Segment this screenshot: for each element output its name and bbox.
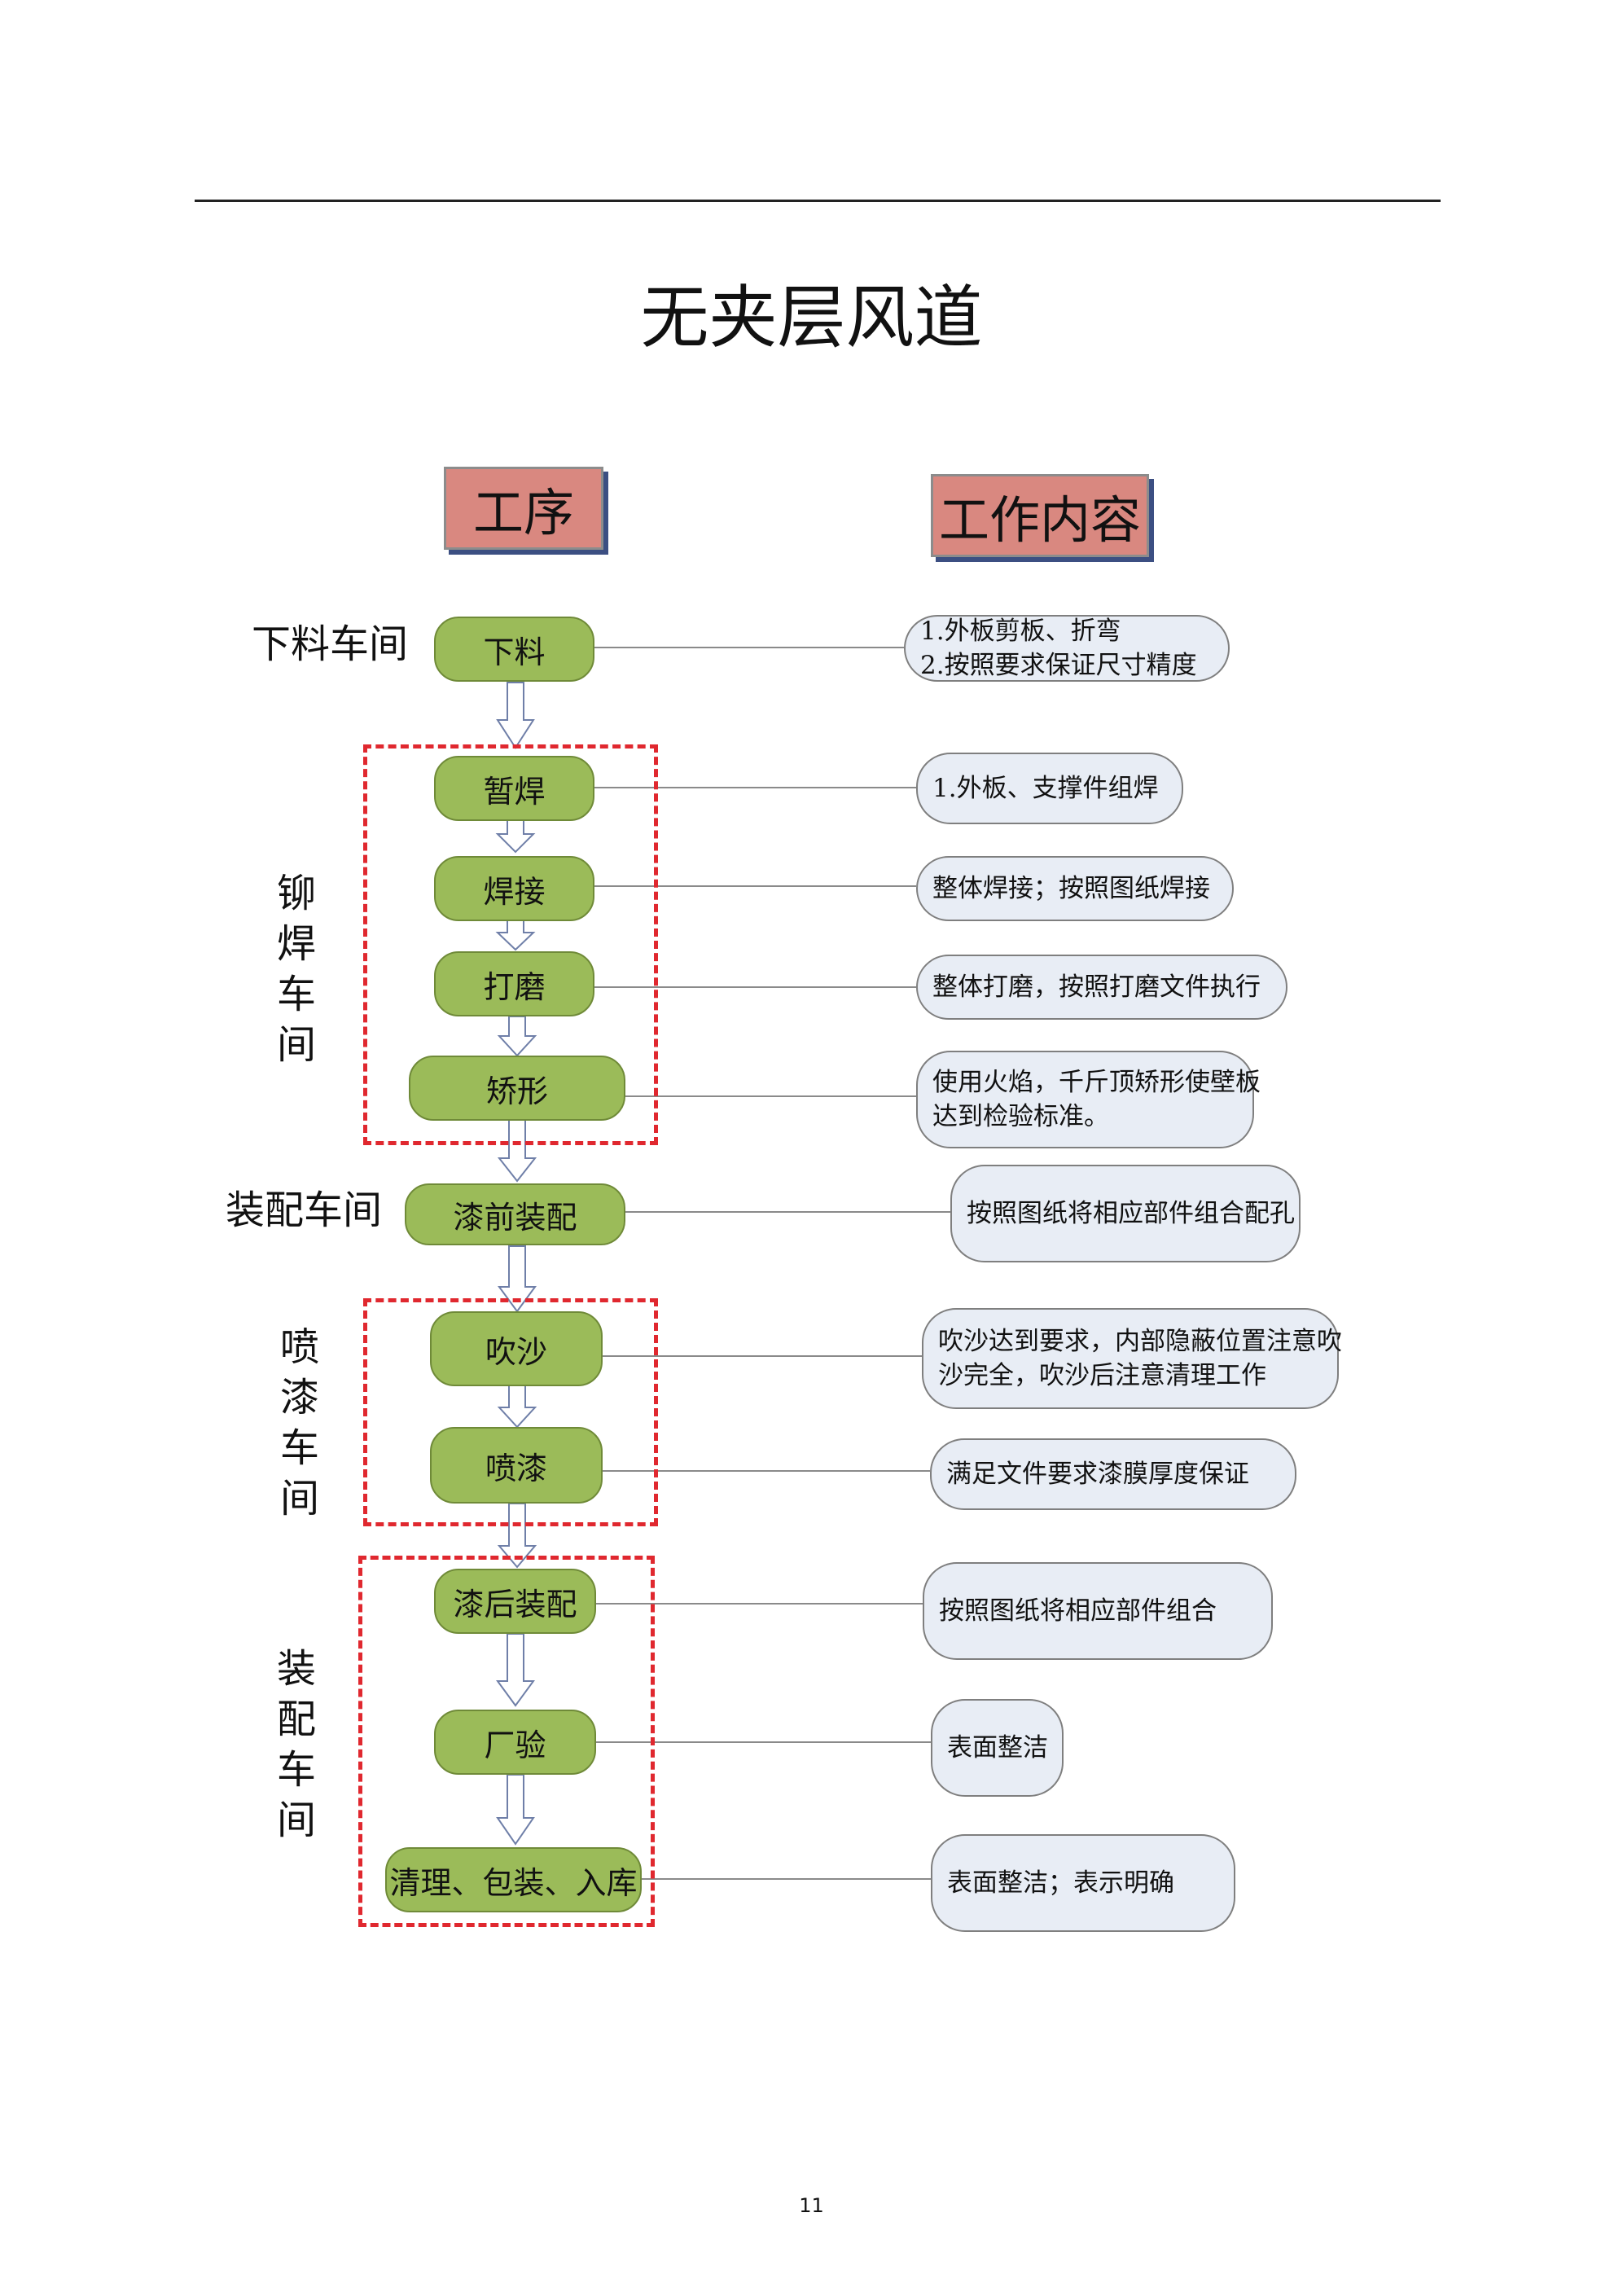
- desc-painting: 满足文件要求漆膜厚度保证: [930, 1438, 1296, 1510]
- group-frame-riveting: [363, 744, 658, 1145]
- workshop-blanking: 下料车间: [251, 621, 408, 667]
- page-title: 无夹层风道: [640, 278, 983, 358]
- step-factory-inspection: 厂验: [434, 1710, 596, 1775]
- top-rule: [195, 200, 1441, 202]
- step-welding: 焊接: [434, 856, 594, 921]
- flow-arrow-1: [496, 682, 535, 749]
- flow-arrow-4: [497, 1016, 537, 1057]
- step-pre-paint-assembly: 漆前装配: [405, 1183, 625, 1245]
- workshop-pre-assembly: 装配车间: [225, 1188, 382, 1233]
- desc-clean-pack-store: 表面整洁；表示明确: [931, 1834, 1235, 1932]
- workshop-riveting: 铆焊车间: [276, 871, 316, 1068]
- desc-straightening: 使用火焰，千斤顶矫形使壁板达到检验标准。: [916, 1051, 1261, 1148]
- flow-arrow-7: [497, 1384, 537, 1429]
- desc-post-paint-assembly: 按照图纸将相应部件组合: [923, 1562, 1273, 1660]
- workshop-painting: 喷漆车间: [279, 1324, 319, 1521]
- flow-arrow-2: [495, 819, 536, 854]
- header-content: 工作内容: [931, 474, 1149, 557]
- desc-sandblasting: 吹沙达到要求，内部隐蔽位置注意吹沙完全，吹沙后注意清理工作: [922, 1308, 1342, 1409]
- flow-arrow-5: [497, 1119, 537, 1183]
- flow-arrow-3: [495, 920, 536, 951]
- flow-arrow-9: [496, 1633, 535, 1707]
- step-grinding: 打磨: [434, 951, 594, 1016]
- flow-arrow-10: [496, 1774, 535, 1846]
- step-blanking: 下料: [434, 617, 594, 682]
- desc-tack-welding: 1.外板、支撑件组焊: [916, 753, 1183, 824]
- workshop-assembly: 装配车间: [276, 1646, 316, 1843]
- step-straightening: 矫形: [409, 1056, 625, 1121]
- header-process: 工序: [444, 467, 603, 550]
- desc-factory-inspection: 表面整洁: [931, 1699, 1064, 1797]
- step-clean-pack-store: 清理、包装、入库: [385, 1847, 642, 1912]
- page-number: 11: [799, 2194, 824, 2217]
- step-tack-welding: 暂焊: [434, 756, 594, 821]
- group-frame-assembly: [358, 1556, 655, 1927]
- desc-welding: 整体焊接；按照图纸焊接: [916, 856, 1234, 921]
- step-post-paint-assembly: 漆后装配: [434, 1569, 596, 1634]
- desc-pre-paint-assembly: 按照图纸将相应部件组合配孔: [950, 1165, 1301, 1262]
- desc-grinding: 整体打磨，按照打磨文件执行: [916, 955, 1287, 1020]
- step-sandblasting: 吹沙: [430, 1311, 603, 1386]
- step-painting: 喷漆: [430, 1427, 603, 1504]
- group-frame-painting: [363, 1298, 658, 1526]
